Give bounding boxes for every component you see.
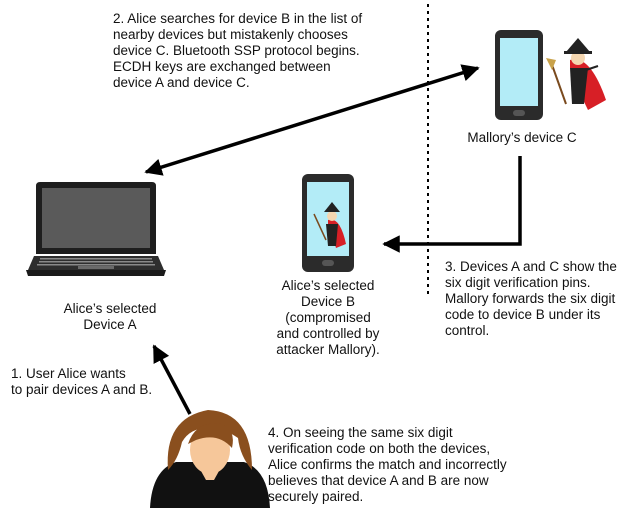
step-2-line: 2. Alice searches for device B in the li…	[113, 11, 363, 26]
device-b-label-line: Device B	[300, 294, 356, 309]
step-3-line: six digit verification pins.	[445, 275, 591, 290]
device-b-label-line: Alice’s selected	[281, 278, 375, 293]
device-c-label: Mallory’s device C	[452, 130, 592, 146]
arrow-alice-to-device-a	[152, 344, 192, 415]
step-1-line: to pair devices A and B.	[11, 382, 153, 397]
step-4-line: Alice confirms the match and incorrectly	[268, 457, 507, 472]
step-4-text: 4. On seeing the same six digit verifica…	[268, 425, 507, 505]
mallory-on-screen-icon	[313, 202, 346, 248]
step-4-line: believes that device A and B are now	[268, 473, 489, 488]
step-2-line: device C. Bluetooth SSP protocol begins.	[113, 43, 360, 58]
step-2-line: device A and device C.	[113, 75, 250, 90]
device-b-label-line: and controlled by	[276, 326, 380, 341]
step-1-line: 1. User Alice wants	[11, 366, 126, 381]
device-c-label-line: Mallory’s device C	[467, 130, 577, 145]
alice-avatar-icon	[150, 410, 270, 508]
device-a-label: Alice’s selected Device A	[40, 301, 180, 333]
step-1-text: 1. User Alice wants to pair devices A an…	[11, 366, 152, 398]
phone-icon-device-b	[302, 174, 354, 272]
device-b-label-line: (compromised	[285, 310, 371, 325]
device-b-label-line: attacker Mallory).	[276, 342, 380, 357]
mallory-villain-icon	[546, 38, 606, 110]
step-2-text: 2. Alice searches for device B in the li…	[113, 11, 362, 91]
step-2-line: nearby devices but mistakenly chooses	[113, 27, 348, 42]
step-3-line: code to device B under its	[445, 307, 601, 322]
step-3-line: Mallory forwards the six digit	[445, 291, 616, 306]
step-3-line: control.	[445, 323, 490, 338]
phone-icon-device-c	[495, 30, 543, 120]
step-4-line: securely paired.	[268, 489, 364, 504]
step-4-line: verification code on both the devices,	[268, 441, 491, 456]
step-3-line: 3. Devices A and C show the	[445, 259, 617, 274]
step-3-text: 3. Devices A and C show the six digit ve…	[445, 259, 617, 339]
arrow-forward-code	[382, 156, 522, 253]
laptop-icon	[26, 182, 166, 276]
step-4-line: 4. On seeing the same six digit	[268, 425, 453, 440]
step-2-line: ECDH keys are exchanged between	[113, 59, 331, 74]
arrow-ecdh-exchange	[144, 64, 480, 176]
device-b-label: Alice’s selected Device B (compromised a…	[258, 278, 398, 358]
device-a-label-line: Device A	[83, 317, 137, 332]
device-a-label-line: Alice’s selected	[63, 301, 157, 316]
